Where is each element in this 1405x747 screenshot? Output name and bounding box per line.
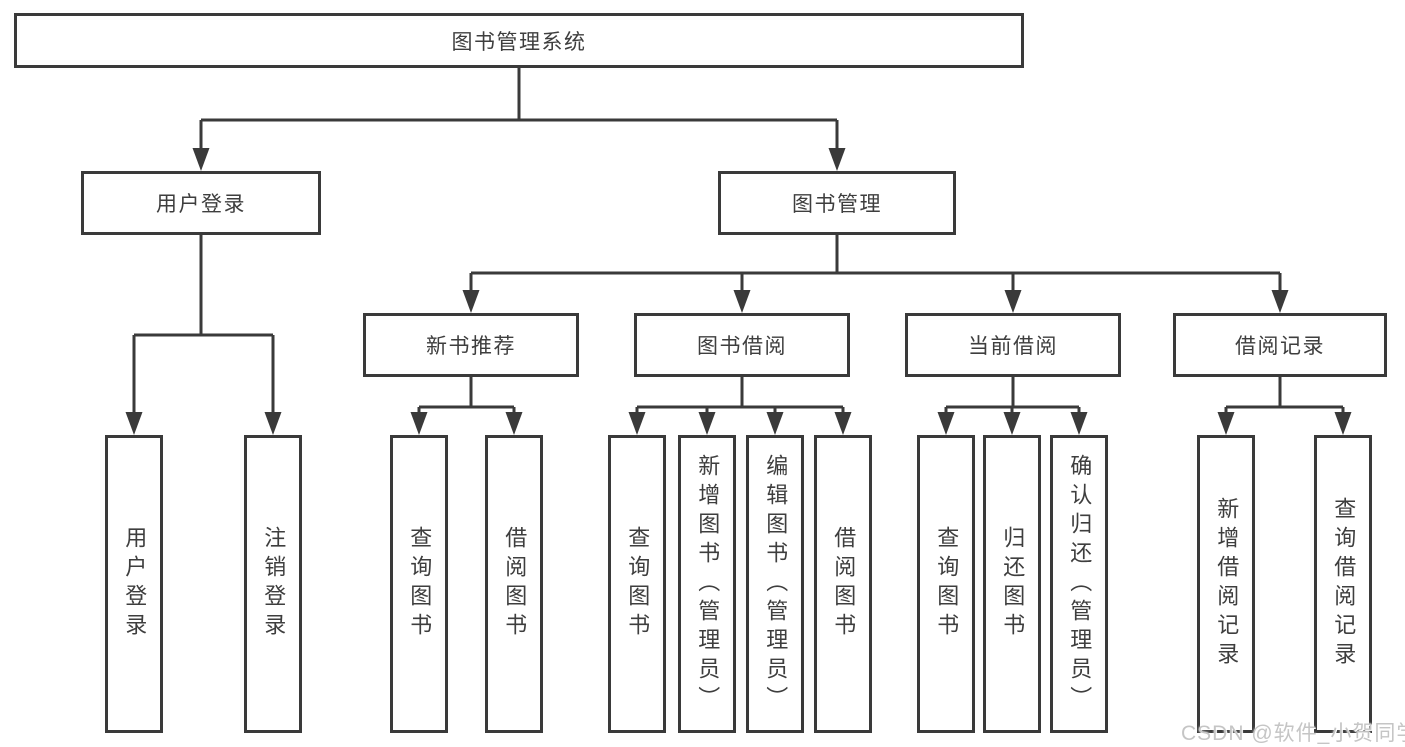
arrow-down-icon bbox=[1271, 290, 1289, 313]
leaf-edit-books-admin: 编辑图书（管理员） bbox=[746, 435, 804, 733]
leaf-query-borrow-record: 查询借阅记录 bbox=[1314, 435, 1372, 733]
arrow-down-icon bbox=[1004, 290, 1022, 313]
connector-path bbox=[132, 68, 1345, 416]
arrow-down-icon bbox=[1070, 412, 1088, 435]
arrowheads bbox=[125, 148, 1352, 435]
node-book-borrowing: 图书借阅 bbox=[634, 313, 850, 377]
leaf-user-login: 用户登录 bbox=[105, 435, 163, 733]
arrow-down-icon bbox=[410, 412, 428, 435]
node-user-login: 用户登录 bbox=[81, 171, 321, 235]
node-borrowing-records: 借阅记录 bbox=[1173, 313, 1387, 377]
node-book-management: 图书管理 bbox=[718, 171, 956, 235]
arrow-down-icon bbox=[505, 412, 523, 435]
node-library-management-system: 图书管理系统 bbox=[14, 13, 1024, 68]
arrow-down-icon bbox=[698, 412, 716, 435]
leaf-query-books-current: 查询图书 bbox=[917, 435, 975, 733]
leaf-query-books-newbook: 查询图书 bbox=[390, 435, 448, 733]
leaf-add-borrow-record: 新增借阅记录 bbox=[1197, 435, 1255, 733]
leaf-add-books-admin: 新增图书（管理员） bbox=[678, 435, 736, 733]
leaf-borrow-books-newbook: 借阅图书 bbox=[485, 435, 543, 733]
arrow-down-icon bbox=[1217, 412, 1235, 435]
arrow-down-icon bbox=[192, 148, 210, 171]
arrow-down-icon bbox=[828, 148, 846, 171]
leaf-confirm-return-admin: 确认归还（管理员） bbox=[1050, 435, 1108, 733]
arrow-down-icon bbox=[834, 412, 852, 435]
arrow-down-icon bbox=[1334, 412, 1352, 435]
arrow-down-icon bbox=[264, 412, 282, 435]
arrow-down-icon bbox=[1003, 412, 1021, 435]
leaf-return-books: 归还图书 bbox=[983, 435, 1041, 733]
arrow-down-icon bbox=[937, 412, 955, 435]
arrow-down-icon bbox=[125, 412, 143, 435]
leaf-query-books-borrow: 查询图书 bbox=[608, 435, 666, 733]
watermark: CSDN @软件_小贺同学 bbox=[1181, 722, 1405, 745]
arrow-down-icon bbox=[628, 412, 646, 435]
leaf-borrow-books-borrow: 借阅图书 bbox=[814, 435, 872, 733]
arrow-down-icon bbox=[766, 412, 784, 435]
node-current-borrowing: 当前借阅 bbox=[905, 313, 1121, 377]
node-new-book-recommendation: 新书推荐 bbox=[363, 313, 579, 377]
arrow-down-icon bbox=[733, 290, 751, 313]
arrow-down-icon bbox=[462, 290, 480, 313]
leaf-logout: 注销登录 bbox=[244, 435, 302, 733]
